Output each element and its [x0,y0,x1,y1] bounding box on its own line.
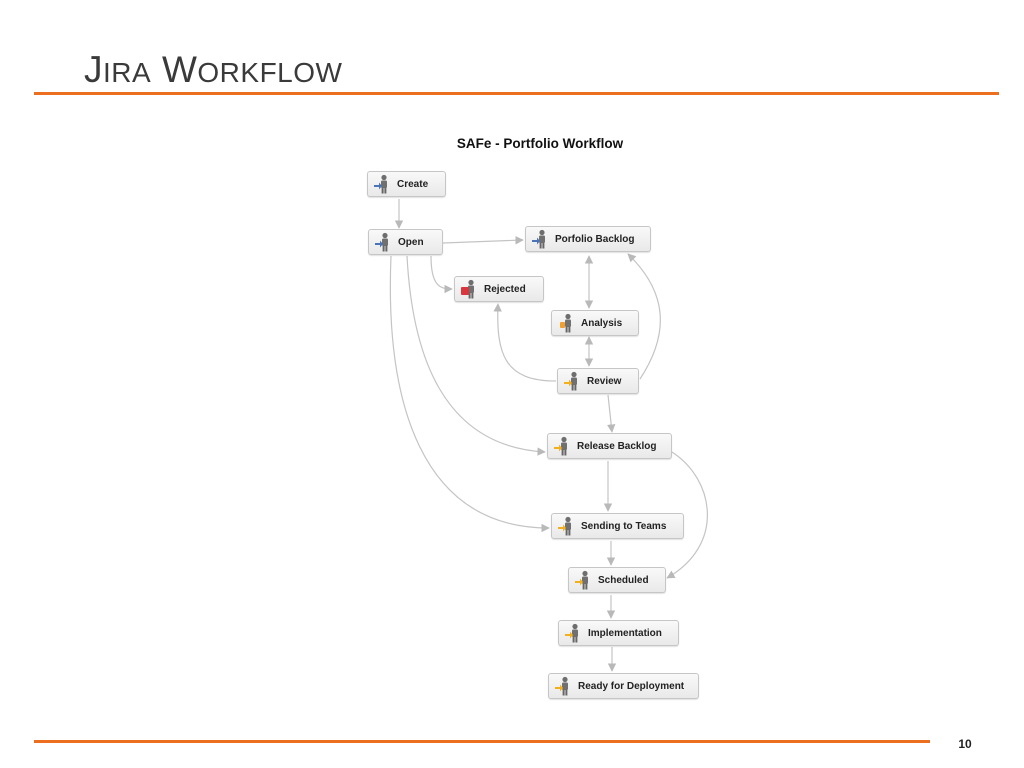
node-ready-for-deployment[interactable]: Ready for Deployment [548,673,699,699]
person-yellow-arrow-icon [564,371,577,391]
node-label: Scheduled [598,574,649,586]
node-rejected[interactable]: Rejected [454,276,544,302]
node-scheduled[interactable]: Scheduled [568,567,666,593]
person-yellow-arrow-icon [558,516,571,536]
edge-review-release-backlog [607,394,616,433]
edge-open-sending-to-teams [389,255,550,533]
title-orkflow: ORKFLOW [197,57,343,88]
node-release-backlog[interactable]: Release Backlog [547,433,672,459]
node-label: Porfolio Backlog [555,233,635,245]
person-yellow-arrow-icon [565,623,578,643]
person-yellow-arrow-icon [554,436,567,456]
person-red-arrow-icon [461,279,474,299]
node-label: Ready for Deployment [578,680,685,692]
node-create[interactable]: Create [367,171,446,197]
edge-open-rejected [430,255,453,294]
title-ira: IRA [103,57,152,88]
person-blue-arrow-icon [374,174,387,194]
node-label: Open [398,236,424,248]
page-number: 10 [958,737,972,751]
node-label: Sending to Teams [581,520,667,532]
slide-title: JIRA WORKFLOW [84,48,342,95]
edge-open-portfolio-backlog [442,236,524,245]
node-open[interactable]: Open [368,229,443,255]
node-label: Implementation [588,627,662,639]
person-blue-arrow-icon [532,229,545,249]
node-label: Create [397,178,429,190]
node-label: Analysis [581,317,623,329]
footer-divider [34,740,930,743]
edge-release-scheduled [666,451,708,579]
diagram-title: SAFe - Portfolio Workflow [456,136,624,151]
node-label: Release Backlog [577,440,657,452]
node-review[interactable]: Review [557,368,639,394]
person-orange-icon [560,313,571,333]
person-blue-arrow-icon [375,232,388,252]
node-analysis[interactable]: Analysis [551,310,639,336]
node-label: Review [587,375,622,387]
person-yellow-arrow-icon [575,570,588,590]
title-divider [34,92,999,95]
title-w: W [161,49,198,90]
node-implementation[interactable]: Implementation [558,620,679,646]
edge-open-release-backlog [406,255,546,456]
node-portfolio-backlog[interactable]: Porfolio Backlog [525,226,651,252]
node-label: Rejected [484,283,526,295]
edge-review-portfolio-backlog [627,253,661,380]
edge-review-rejected [493,303,557,382]
person-yellow-arrow-icon [555,676,568,696]
title-j: J [84,49,103,90]
node-sending-to-teams[interactable]: Sending to Teams [551,513,684,539]
